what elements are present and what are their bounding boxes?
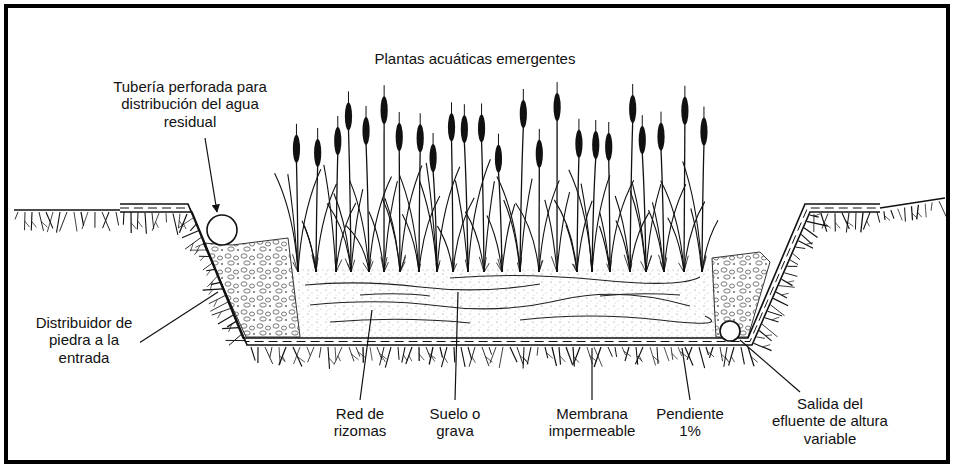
ground-roots (15, 201, 946, 369)
outlet-label: Salida del efluente de altura variable (770, 395, 890, 447)
soil-edge (292, 270, 716, 337)
inlet-stone-distributor (203, 238, 300, 337)
membrane-label: Membrana impermeable (536, 405, 648, 440)
distribution-pipe (207, 215, 237, 245)
rhizome-label: Red de rizomas (324, 405, 396, 440)
distributor-label: Distribuidor de piedra a la entrada (28, 314, 140, 366)
soil-fill (292, 270, 716, 337)
emergent-plants (275, 82, 718, 272)
slope-label: Pendiente 1% (648, 405, 732, 440)
rhizome-network (305, 275, 712, 323)
soil-label: Suelo o grava (426, 405, 484, 440)
frame (6, 6, 948, 462)
ground-surface (14, 198, 945, 210)
leader-lines (136, 138, 800, 400)
outlet-pipe (720, 321, 740, 341)
impermeable-membrane (120, 204, 880, 345)
plant-label: Plantas acuáticas emergentes (310, 50, 640, 67)
pipe-label: Tubería perforada para distribución del … (98, 78, 283, 130)
